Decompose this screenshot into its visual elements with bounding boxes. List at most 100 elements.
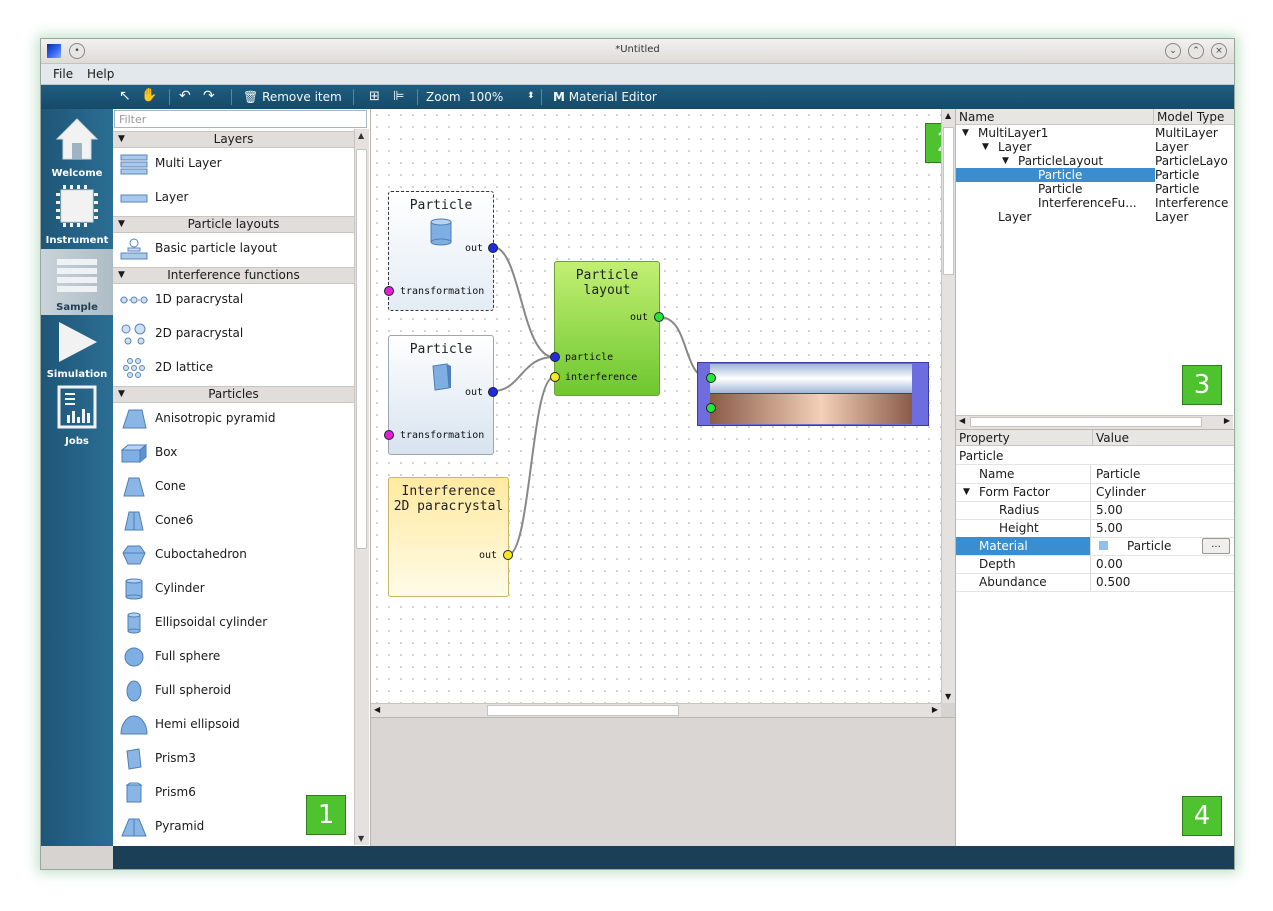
palette-item-1d-paracrystal[interactable]: 1D paracrystal <box>113 283 354 317</box>
palette-group-interference-functions[interactable]: ▼Interference functions <box>113 267 354 284</box>
canvas-vscroll-thumb[interactable] <box>943 127 954 275</box>
palette-scroll-thumb[interactable] <box>356 149 367 549</box>
scroll-left-arrow-icon[interactable]: ◀ <box>959 416 966 425</box>
palette-item-box[interactable]: Box <box>113 436 354 470</box>
minimize-button[interactable]: ⌄ <box>1165 43 1181 59</box>
palette-item-ellipsoidal-cylinder[interactable]: Ellipsoidal cylinder <box>113 606 354 640</box>
value-header[interactable]: Value <box>1093 430 1234 446</box>
design-canvas[interactable]: Particle out transformation Particle out… <box>371 109 941 703</box>
scroll-down-arrow-icon[interactable]: ▼ <box>358 834 365 843</box>
palette-item-hemi-ellipsoid[interactable]: Hemi ellipsoid <box>113 708 354 742</box>
zoom-spin-icon[interactable]: ⬍ <box>527 91 535 101</box>
palette-item-2d-paracrystal[interactable]: 2D paracrystal <box>113 317 354 351</box>
menu-help[interactable]: Help <box>87 67 115 81</box>
palette-item-pyramid[interactable]: Pyramid <box>113 810 354 844</box>
canvas-hscroll-thumb[interactable] <box>487 705 679 716</box>
property-value[interactable]: 5.00 <box>1096 503 1123 517</box>
palette-item-full-spheroid[interactable]: Full spheroid <box>113 674 354 708</box>
port-out[interactable] <box>488 243 498 253</box>
undo-icon[interactable]: ↶ <box>179 88 191 104</box>
canvas-vertical-scrollbar[interactable]: ▲ ▼ <box>941 109 956 703</box>
tree-row-interference[interactable]: InterferenceFu... Interference <box>956 196 1234 210</box>
palette-item-multi-layer[interactable]: Multi Layer <box>113 147 354 181</box>
scroll-up-arrow-icon[interactable]: ▲ <box>358 131 365 140</box>
canvas-horizontal-scrollbar[interactable]: ◀ ▶ <box>371 703 941 718</box>
pan-hand-icon[interactable]: ✋ <box>141 88 158 103</box>
tab-instrument[interactable]: Instrument <box>41 182 113 248</box>
tree-row-particle-selected[interactable]: Particle Particle <box>956 168 1234 182</box>
palette-item-layer[interactable]: Layer <box>113 181 354 215</box>
property-value[interactable]: 0.00 <box>1096 557 1123 571</box>
palette-item-prism6[interactable]: Prism6 <box>113 776 354 810</box>
tab-welcome[interactable]: Welcome <box>41 115 113 181</box>
property-row-depth[interactable]: Depth 0.00 <box>956 555 1234 574</box>
align-icon[interactable]: ⊫ <box>393 89 405 104</box>
port-layer-bottom[interactable] <box>706 403 716 413</box>
property-row-form-factor[interactable]: ▼Form Factor Cylinder <box>956 483 1234 502</box>
scroll-right-arrow-icon[interactable]: ▶ <box>931 705 938 714</box>
grid-icon[interactable]: ⊞ <box>369 89 380 104</box>
tab-jobs[interactable]: Jobs <box>41 383 113 449</box>
close-button[interactable]: × <box>1211 43 1227 59</box>
property-value[interactable]: Cylinder <box>1096 485 1146 499</box>
palette-item-basic-particle-layout[interactable]: Basic particle layout <box>113 232 354 266</box>
menu-file[interactable]: File <box>53 67 74 81</box>
tab-simulation[interactable]: Simulation <box>41 316 113 382</box>
palette-item-anisotropic-pyramid[interactable]: Anisotropic pyramid <box>113 402 354 436</box>
port-out[interactable] <box>503 550 513 560</box>
redo-icon[interactable]: ↷ <box>203 88 215 104</box>
scroll-up-arrow-icon[interactable]: ▲ <box>945 111 952 120</box>
node-particle[interactable]: Particle out transformation <box>384 191 498 311</box>
palette-item-prism3[interactable]: Prism3 <box>113 742 354 776</box>
palette-item-cone6[interactable]: Cone6 <box>113 504 354 538</box>
palette-group-particles[interactable]: ▼Particles <box>113 386 354 403</box>
property-value[interactable]: Particle <box>1127 539 1172 553</box>
expand-triangle-icon[interactable]: ▼ <box>963 487 970 497</box>
palette-item-full-sphere[interactable]: Full sphere <box>113 640 354 674</box>
multilayer-layer-bottom[interactable] <box>710 394 912 424</box>
palette-item-cylinder[interactable]: Cylinder <box>113 572 354 606</box>
port-out[interactable] <box>488 387 498 397</box>
tree-row-particle[interactable]: Particle Particle <box>956 182 1234 196</box>
property-row-name[interactable]: Name Particle <box>956 465 1234 484</box>
property-row-radius[interactable]: Radius 5.00 <box>956 501 1234 520</box>
property-row-height[interactable]: Height 5.00 <box>956 519 1234 538</box>
palette-item-cuboctahedron[interactable]: Cuboctahedron <box>113 538 354 572</box>
port-interference[interactable] <box>550 372 560 382</box>
remove-item-button[interactable]: 🗑 Remove item <box>243 90 342 104</box>
palette-scrollbar[interactable]: ▲ ▼ <box>354 129 369 845</box>
tree-row-multilayer1[interactable]: ▼ MultiLayer1 MultiLayer <box>956 126 1234 140</box>
port-out[interactable] <box>654 312 664 322</box>
property-value[interactable]: Particle <box>1096 467 1141 481</box>
material-editor-button[interactable]: M Material Editor <box>553 90 657 104</box>
property-row-abundance[interactable]: Abundance 0.500 <box>956 573 1234 592</box>
palette-group-particle-layouts[interactable]: ▼Particle layouts <box>113 216 354 233</box>
tree-row-layer[interactable]: Layer Layer <box>956 210 1234 224</box>
pointer-icon[interactable]: ↖ <box>119 88 131 104</box>
palette-group-layers[interactable]: ▼Layers <box>113 131 354 148</box>
palette-item-2d-lattice[interactable]: 2D lattice <box>113 351 354 385</box>
port-transformation[interactable] <box>384 430 394 440</box>
expand-triangle-icon[interactable]: ▼ <box>1002 156 1009 166</box>
port-particle[interactable] <box>550 352 560 362</box>
property-header[interactable]: Property <box>956 430 1093 446</box>
port-layer-top[interactable] <box>706 373 716 383</box>
tree-row-particlelayout[interactable]: ▼ ParticleLayout ParticleLayo <box>956 154 1234 168</box>
material-browse-button[interactable]: ... <box>1202 538 1230 554</box>
multilayer-layer-top[interactable] <box>710 364 912 394</box>
property-row-material[interactable]: Material Particle ... <box>956 537 1234 556</box>
expand-triangle-icon[interactable]: ▼ <box>962 128 969 138</box>
port-transformation[interactable] <box>384 286 394 296</box>
zoom-combo[interactable]: 100% <box>469 90 503 104</box>
tree-header-name[interactable]: Name <box>956 109 1154 125</box>
tree-header-model-type[interactable]: Model Type <box>1154 109 1234 125</box>
node-multilayer[interactable] <box>697 362 929 426</box>
scroll-left-arrow-icon[interactable]: ◀ <box>374 705 381 714</box>
scroll-down-arrow-icon[interactable]: ▼ <box>945 692 952 701</box>
maximize-button[interactable]: ⌃ <box>1188 43 1204 59</box>
tab-sample[interactable]: Sample <box>41 249 113 315</box>
property-value[interactable]: 0.500 <box>1096 575 1131 589</box>
filter-input[interactable]: Filter <box>114 110 367 128</box>
